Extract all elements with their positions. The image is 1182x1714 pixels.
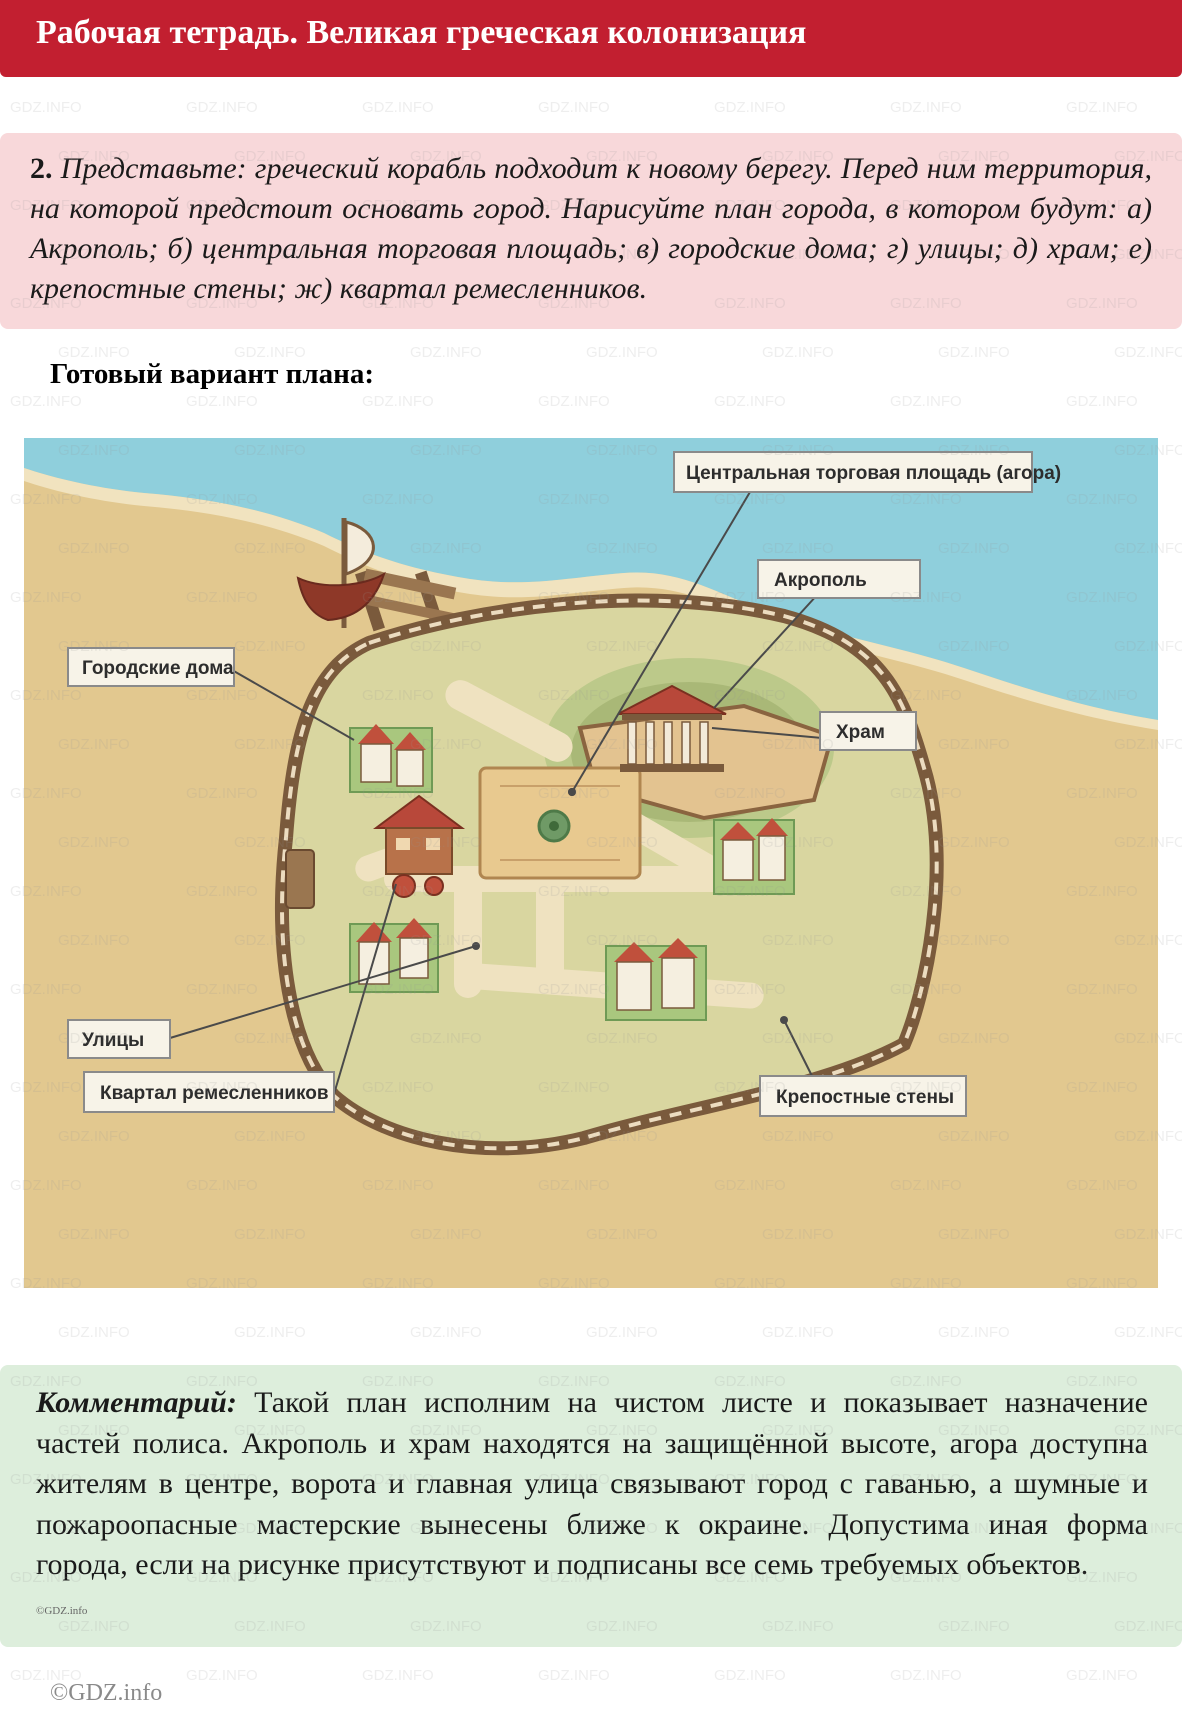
shoreline [24,468,1158,730]
watermark-text: GDZ.INFO [186,99,258,116]
task-box: 2. Представьте: греческий корабль подход… [0,133,1182,329]
houses-block-bottom-left [349,918,439,993]
watermark-text: GDZ.INFO [410,1324,482,1341]
comment-text: Комментарий: Такой план исполним на чист… [36,1383,1148,1586]
watermark-text: GDZ.INFO [538,393,610,410]
watermark-text: GDZ.INFO [1114,1324,1182,1341]
watermark-text: GDZ.INFO [10,393,82,410]
watermark-text: GDZ.INFO [1066,393,1138,410]
label-streets-text: Улицы [82,1030,144,1051]
label-craftsmen: Квартал ремесленников [83,1071,335,1113]
wall-crenellation [280,598,939,1151]
label-agora-text: Центральная торговая площадь (агора) [686,463,1061,484]
watermark-text: GDZ.INFO [890,99,962,116]
label-houses: Городские дома [67,647,235,687]
label-temple: Храм [819,711,917,751]
watermark-text: GDZ.INFO [362,99,434,116]
ship-icon [296,518,386,628]
watermark-text: GDZ.INFO [890,393,962,410]
task-text: 2. Представьте: греческий корабль подход… [30,149,1152,309]
label-houses-text: Городские дома [82,658,234,679]
watermark-text: GDZ.INFO [1066,99,1138,116]
watermark-text: GDZ.INFO [890,1667,962,1684]
comment-copyright: ©GDZ.info [36,1605,88,1617]
watermark-text: GDZ.INFO [186,1667,258,1684]
watermark-text: GDZ.INFO [714,99,786,116]
houses-block-right [713,818,795,895]
watermark-text: GDZ.INFO [586,1324,658,1341]
city-plan-illustration: Центральная торговая площадь (агора) Акр… [24,438,1158,1288]
label-temple-text: Храм [836,722,885,743]
workshop-icon [372,794,466,898]
comment-body: Такой план исполним на чистом листе и по… [36,1386,1148,1581]
watermark-text: GDZ.INFO [410,344,482,361]
watermark-text: GDZ.INFO [938,1324,1010,1341]
watermark-text: GDZ.INFO [714,393,786,410]
label-walls-text: Крепостные стены [776,1087,954,1108]
watermark-text: GDZ.INFO [938,344,1010,361]
footer-copyright: ©GDZ.info [50,1680,163,1706]
watermark-text: GDZ.INFO [762,1324,834,1341]
task-number: 2. [30,152,53,185]
watermark-text: GDZ.INFO [586,344,658,361]
watermark-text: GDZ.INFO [538,1667,610,1684]
label-streets: Улицы [67,1019,171,1059]
watermark-text: GDZ.INFO [714,1667,786,1684]
label-craftsmen-text: Квартал ремесленников [100,1083,329,1104]
plan-subheading: Готовый вариант плана: [50,358,374,390]
comment-label: Комментарий: [36,1386,237,1419]
label-walls: Крепостные стены [759,1075,967,1117]
watermark-text: GDZ.INFO [1114,344,1182,361]
watermark-text: GDZ.INFO [1066,1667,1138,1684]
watermark-text: GDZ.INFO [58,1324,130,1341]
watermark-text: GDZ.INFO [234,1324,306,1341]
watermark-text: GDZ.INFO [762,344,834,361]
leader-lines [169,491,823,1095]
city-plan-svg: Центральная торговая площадь (агора) Акр… [24,438,1158,1288]
city-gate [285,849,315,909]
watermark-text: GDZ.INFO [10,99,82,116]
watermark-text: GDZ.INFO [186,393,258,410]
watermark-text: GDZ.INFO [362,1667,434,1684]
label-acropolis: Акрополь [757,559,921,599]
sea-area [24,438,1158,720]
houses-block-top-left [349,724,433,793]
label-agora: Центральная торговая площадь (агора) [673,451,1061,493]
task-body: Представьте: греческий корабль подходит … [30,152,1153,305]
comment-box: Комментарий: Такой план исполним на чист… [0,1365,1182,1647]
watermark-text: GDZ.INFO [538,99,610,116]
temple-icon [617,684,727,772]
label-acropolis-text: Акрополь [774,570,867,591]
page-title: Рабочая тетрадь. Великая греческая колон… [36,14,807,51]
houses-block-bottom-center [605,938,707,1021]
watermark-text: GDZ.INFO [362,393,434,410]
header-bar: Рабочая тетрадь. Великая греческая колон… [0,0,1182,77]
